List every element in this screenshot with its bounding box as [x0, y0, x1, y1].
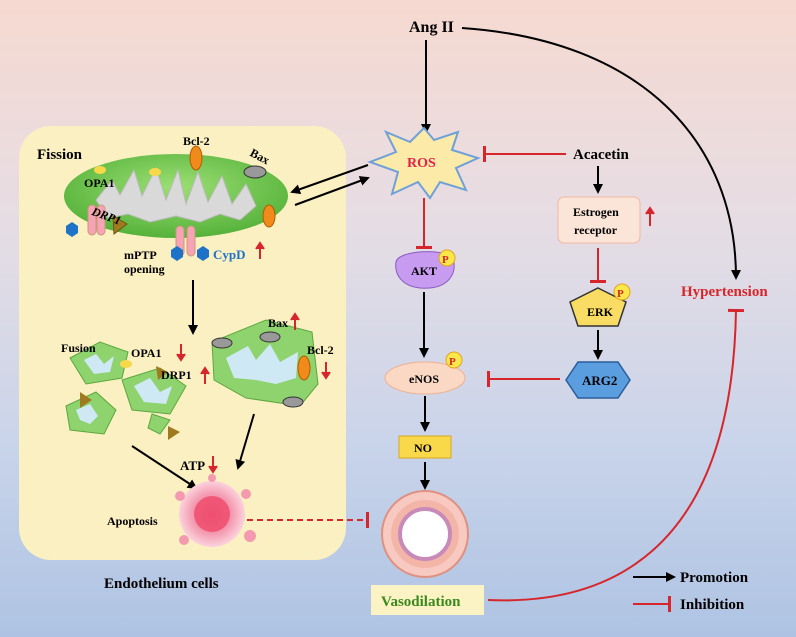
ros-label: ROS	[407, 156, 436, 171]
erk-phospho-label: P	[617, 288, 624, 300]
fission-label: Fission	[37, 147, 83, 163]
arg2-hexagon	[565, 361, 631, 399]
orange-protein-right	[262, 204, 276, 228]
atp-label: ATP	[180, 458, 205, 473]
cypd-up-arrow	[255, 241, 265, 259]
arrow-mito-to-ros	[294, 176, 370, 206]
bcl2-top-label: Bcl-2	[183, 134, 210, 148]
enos-label: eNOS	[409, 372, 439, 386]
swollen-mitochondrion	[211, 319, 319, 408]
legend-inhibition-label: Inhibition	[680, 597, 745, 613]
vasodilation-label: Vasodilation	[381, 594, 461, 610]
fusion-label: Fusion	[61, 341, 96, 355]
ang2-label: Ang II	[409, 19, 454, 36]
bax-up-arrow	[290, 312, 300, 330]
endothelium-label: Endothelium cells	[104, 576, 219, 592]
no-box	[398, 435, 452, 459]
drp1-up-arrow	[200, 366, 210, 384]
enos-ellipse	[384, 361, 466, 395]
bcl2-down-arrow	[321, 362, 331, 380]
vasodilation-box	[371, 585, 484, 615]
bax-protein	[243, 165, 267, 179]
mptp-pore	[171, 225, 209, 261]
estrogen-receptor-box	[557, 196, 641, 244]
mptp-label-2: opening	[124, 262, 165, 276]
hypertension-label: Hypertension	[681, 284, 768, 300]
fission-mitochondrion	[64, 145, 288, 261]
enos-phospho-label: P	[449, 356, 456, 368]
estrogen-up-arrow	[645, 206, 655, 226]
bcl2-protein	[189, 145, 203, 171]
estrogen-label-2: receptor	[574, 223, 618, 237]
arg2-label: ARG2	[582, 373, 617, 388]
arrow-swollen-to-apoptosis	[235, 413, 255, 470]
akt-phospho-label: P	[442, 254, 449, 266]
apoptotic-cell	[175, 474, 256, 547]
drp1-mid-label: DRP1	[161, 368, 192, 382]
arrow-ang2-to-hypertension	[461, 27, 741, 280]
opa1-mid-label: OPA1	[131, 346, 161, 360]
no-label: NO	[414, 441, 432, 455]
arrow-fragments-to-apoptosis	[131, 445, 198, 490]
cypd-label: CypD	[213, 247, 246, 262]
drp1-protein	[66, 204, 128, 237]
inhibition-vasodilation-hypertension	[487, 308, 745, 602]
arrow-ros-to-mito	[290, 164, 369, 195]
bcl2-mid-label: Bcl-2	[307, 343, 334, 357]
blood-vessel	[381, 490, 469, 578]
bax-mid-label: Bax	[268, 316, 288, 330]
legend-promotion-label: Promotion	[680, 570, 749, 586]
atp-down-arrow	[208, 456, 218, 474]
akt-label: AKT	[411, 264, 437, 278]
erk-label: ERK	[587, 305, 614, 319]
fragmented-mitochondria	[65, 341, 187, 440]
legend: Promotion Inhibition	[633, 570, 749, 613]
opa1-down-arrow	[176, 344, 186, 362]
opa1-top-label: OPA1	[84, 176, 114, 190]
acacetin-label: Acacetin	[573, 147, 629, 163]
estrogen-label-1: Estrogen	[573, 205, 619, 219]
apoptosis-label: Apoptosis	[107, 514, 158, 528]
ros-burst	[367, 126, 481, 200]
mptp-label-1: mPTP	[124, 248, 157, 262]
